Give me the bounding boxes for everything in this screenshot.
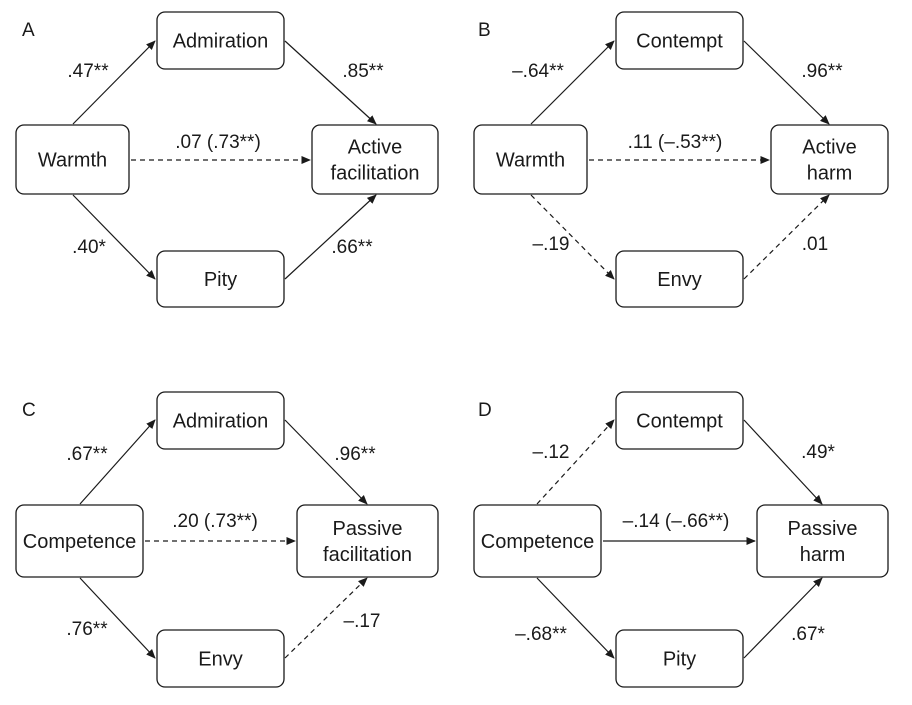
- path-arrow-pred-top: [536, 419, 615, 505]
- path-arrow-pred-bottom: [530, 194, 615, 280]
- node-label: Admiration: [173, 411, 269, 433]
- coefficient-label-pred-top: –.64**: [512, 61, 564, 82]
- node-border: [156, 11, 285, 70]
- path-arrow-bottom-out: [284, 577, 368, 659]
- node-label: Passive: [332, 518, 402, 540]
- node-label: Competence: [481, 531, 594, 553]
- path-arrow-top-out: [743, 419, 823, 505]
- predictor-box: Warmth: [15, 124, 130, 195]
- coefficient-label-direct: .11 (–.53**): [628, 132, 723, 153]
- bottom-mediator-box: Envy: [615, 250, 744, 308]
- node-label: Active: [802, 137, 856, 159]
- panel-letter: C: [22, 400, 36, 421]
- node-label: Warmth: [496, 150, 565, 172]
- path-arrow-pred-top: [530, 40, 615, 125]
- node-border: [15, 504, 144, 578]
- node-label: harm: [807, 163, 853, 185]
- node-border: [615, 11, 744, 70]
- node-border: [473, 124, 588, 195]
- coefficient-label-pred-top: –.12: [533, 442, 570, 463]
- bottom-mediator-box: Pity: [615, 629, 744, 688]
- node-border: [15, 124, 130, 195]
- node-label: harm: [800, 544, 846, 566]
- coefficient-label-bottom-out: .66**: [331, 237, 373, 258]
- predictor-box: Competence: [15, 504, 144, 578]
- node-border: [296, 504, 439, 578]
- node-border: [615, 250, 744, 308]
- node-border: [156, 629, 285, 688]
- node-label: Warmth: [38, 150, 107, 172]
- path-arrow-top-out: [743, 40, 830, 125]
- node-border: [311, 124, 439, 195]
- node-label: Contempt: [636, 411, 723, 433]
- node-label: facilitation: [331, 163, 420, 185]
- node-label: Admiration: [173, 31, 269, 53]
- node-label: Pity: [663, 649, 696, 671]
- node-border: [770, 124, 889, 195]
- coefficient-label-top-out: .49*: [801, 442, 835, 463]
- node-label: Competence: [23, 531, 136, 553]
- coefficient-label-bottom-out: .67*: [791, 624, 825, 645]
- path-arrow-bottom-out: [743, 577, 823, 659]
- node-border: [615, 391, 744, 450]
- node-label: Envy: [198, 649, 242, 671]
- coefficient-label-direct: .20 (.73**): [172, 511, 258, 532]
- coefficient-label-pred-bottom: .76**: [66, 619, 108, 640]
- panel-letter: A: [22, 20, 35, 41]
- predictor-box: Competence: [473, 504, 602, 578]
- top-mediator-box: Contempt: [615, 11, 744, 70]
- outcome-box: Passive facilitation: [296, 504, 439, 578]
- coefficient-label-top-out: .96**: [334, 444, 376, 465]
- path-arrow-bottom-out: [284, 194, 377, 280]
- path-arrow-pred-top: [72, 40, 156, 125]
- outcome-box: Active facilitation: [311, 124, 439, 195]
- node-label: Contempt: [636, 31, 723, 53]
- coefficient-label-top-out: .85**: [342, 61, 384, 82]
- outcome-box: Active harm: [770, 124, 889, 195]
- path-arrow-pred-bottom: [79, 577, 156, 659]
- coefficient-label-direct: .07 (.73**): [175, 132, 261, 153]
- node-border: [756, 504, 889, 578]
- panel-letter: B: [478, 20, 491, 41]
- coefficient-label-pred-top: .47**: [67, 61, 109, 82]
- node-border: [156, 250, 285, 308]
- node-border: [615, 629, 744, 688]
- node-label: Pity: [204, 269, 237, 291]
- coefficient-label-bottom-out: –.17: [344, 611, 381, 632]
- top-mediator-box: Admiration: [156, 391, 285, 450]
- path-arrow-bottom-out: [743, 194, 830, 280]
- node-label: Active: [348, 137, 402, 159]
- coefficient-label-pred-bottom: –.19: [533, 234, 570, 255]
- node-border: [473, 504, 602, 578]
- coefficient-label-pred-bottom: .40*: [72, 237, 106, 258]
- node-border: [156, 391, 285, 450]
- path-arrow-top-out: [284, 40, 377, 125]
- node-label: Passive: [787, 518, 857, 540]
- coefficient-label-top-out: .96**: [801, 61, 843, 82]
- outcome-box: Passive harm: [756, 504, 889, 578]
- path-arrow-pred-bottom: [536, 577, 615, 659]
- bottom-mediator-box: Envy: [156, 629, 285, 688]
- bottom-mediator-box: Pity: [156, 250, 285, 308]
- node-label: facilitation: [323, 544, 412, 566]
- path-arrow-top-out: [284, 419, 368, 505]
- panel-letter: D: [478, 400, 492, 421]
- path-arrow-pred-top: [79, 419, 156, 505]
- node-label: Envy: [657, 269, 701, 291]
- predictor-box: Warmth: [473, 124, 588, 195]
- path-arrow-pred-bottom: [72, 194, 156, 280]
- coefficient-label-direct: –.14 (–.66**): [623, 511, 730, 532]
- coefficient-label-pred-top: .67**: [66, 444, 108, 465]
- top-mediator-box: Admiration: [156, 11, 285, 70]
- top-mediator-box: Contempt: [615, 391, 744, 450]
- coefficient-label-pred-bottom: –.68**: [515, 624, 567, 645]
- coefficient-label-bottom-out: .01: [802, 234, 828, 255]
